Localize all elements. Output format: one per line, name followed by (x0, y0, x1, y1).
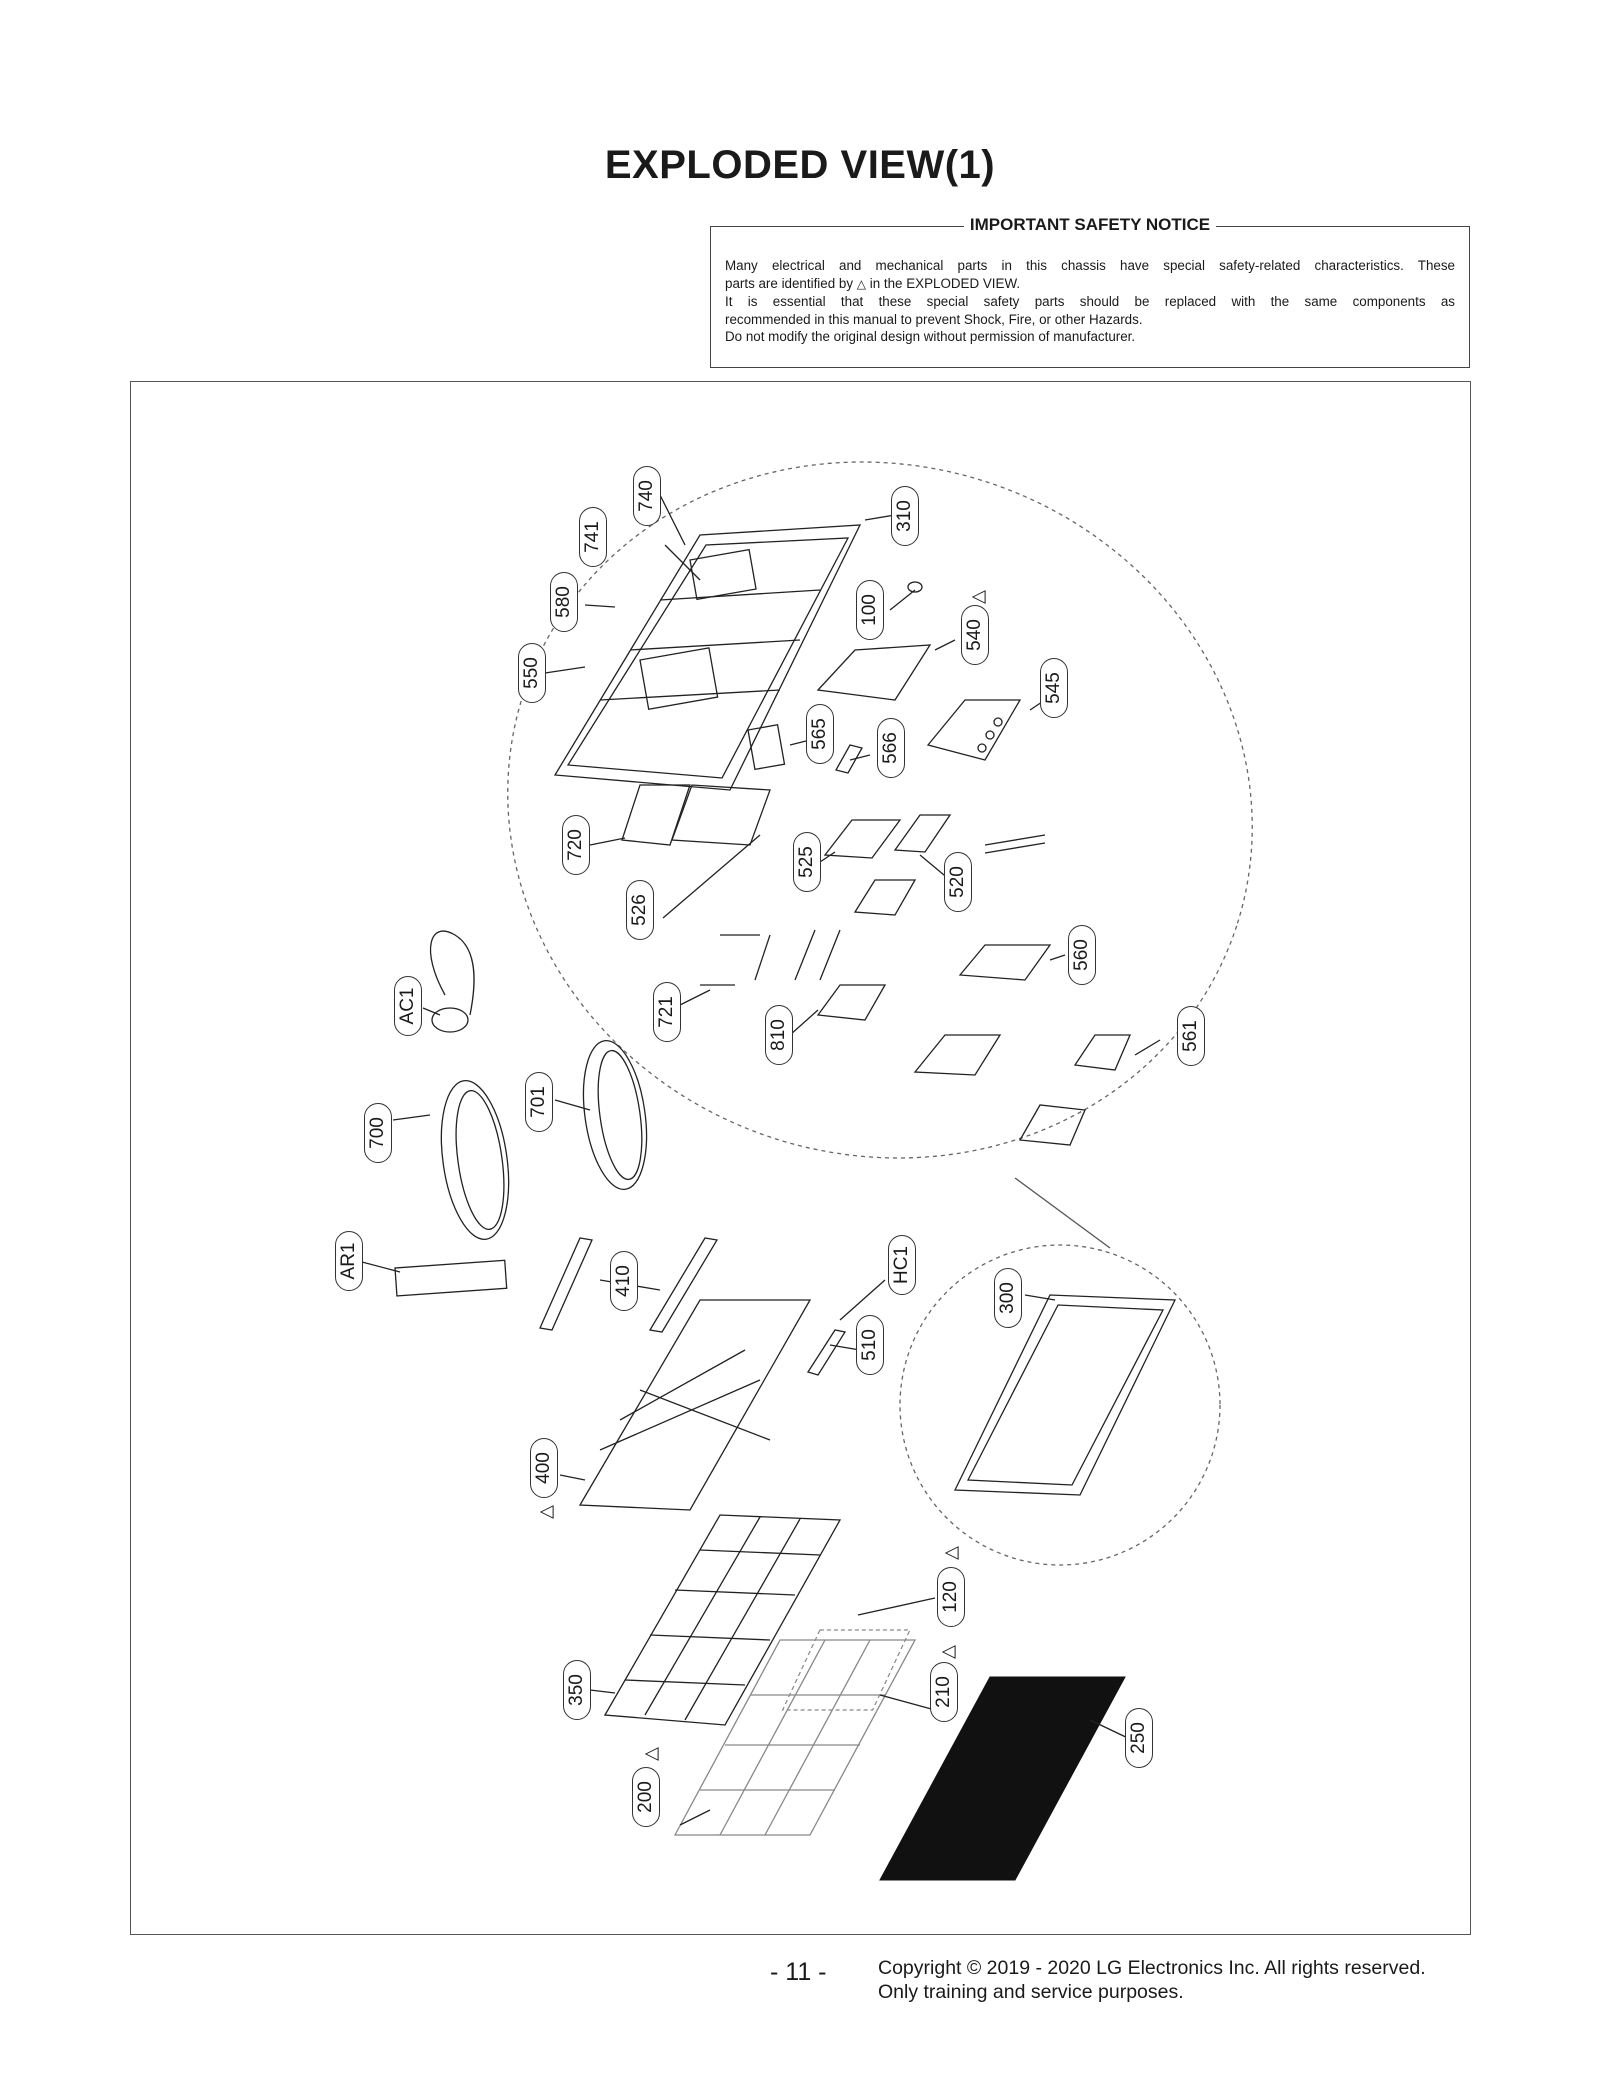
notice-line-5: Do not modify the original design withou… (725, 329, 1136, 344)
safety-notice-box: IMPORTANT SAFETY NOTICE Many electrical … (710, 215, 1470, 368)
callout-550: 550 (518, 643, 546, 703)
warning-triangle-icon: △ (937, 1645, 958, 1659)
warning-triangle-icon: △ (535, 1505, 556, 1519)
callout-410: 410 (610, 1251, 638, 1311)
callout-560: 560 (1068, 925, 1096, 985)
callout-350: 350 (563, 1660, 591, 1720)
callout-701: 701 (525, 1072, 553, 1132)
callout-210: 210 (930, 1662, 958, 1722)
notice-line-1: Many electrical and mechanical parts in … (725, 258, 1455, 273)
callout-566: 566 (877, 718, 905, 778)
part-250-panel (879, 1676, 1126, 1881)
callout-741: 741 (579, 507, 607, 567)
callout-ac1: AC1 (394, 976, 422, 1036)
callout-740: 740 (633, 466, 661, 526)
callout-400: 400 (530, 1438, 558, 1498)
callout-510: 510 (856, 1315, 884, 1375)
callout-hc1: HC1 (888, 1235, 916, 1295)
warning-triangle-icon: △ (856, 276, 866, 291)
callout-545: 545 (1040, 658, 1068, 718)
warning-triangle-icon: △ (940, 1546, 961, 1560)
callout-561: 561 (1177, 1006, 1205, 1066)
callout-100: 100 (856, 580, 884, 640)
copyright-notice: Copyright © 2019 - 2020 LG Electronics I… (878, 1957, 1426, 2003)
callout-310: 310 (891, 486, 919, 546)
callout-ar1: AR1 (335, 1231, 363, 1291)
warning-triangle-icon: △ (640, 1747, 661, 1761)
callout-700: 700 (364, 1103, 392, 1163)
warning-triangle-icon: △ (967, 590, 988, 604)
callout-565: 565 (806, 704, 834, 764)
notice-line-4: recommended in this manual to prevent Sh… (725, 311, 1143, 327)
page-number: - 11 - (770, 1958, 827, 1986)
notice-line-2: parts are identified by △ in the EXPLODE… (725, 275, 1021, 291)
callout-721: 721 (653, 982, 681, 1042)
callout-580: 580 (550, 572, 578, 632)
safety-notice-body: Many electrical and mechanical parts in … (725, 257, 1455, 346)
callout-810: 810 (765, 1005, 793, 1065)
callout-300: 300 (994, 1268, 1022, 1328)
callout-120: 120 (937, 1567, 965, 1627)
callout-720: 720 (562, 815, 590, 875)
callout-520: 520 (944, 852, 972, 912)
safety-notice-heading: IMPORTANT SAFETY NOTICE (711, 215, 1469, 235)
callout-540: 540 (961, 605, 989, 665)
callout-250: 250 (1125, 1708, 1153, 1768)
callout-526: 526 (626, 880, 654, 940)
page-title: EXPLODED VIEW(1) (604, 143, 996, 187)
callout-200: 200 (632, 1767, 660, 1827)
callout-525: 525 (793, 832, 821, 892)
notice-line-3: It is essential that these special safet… (725, 294, 1455, 309)
diagram-frame (130, 381, 1471, 1935)
